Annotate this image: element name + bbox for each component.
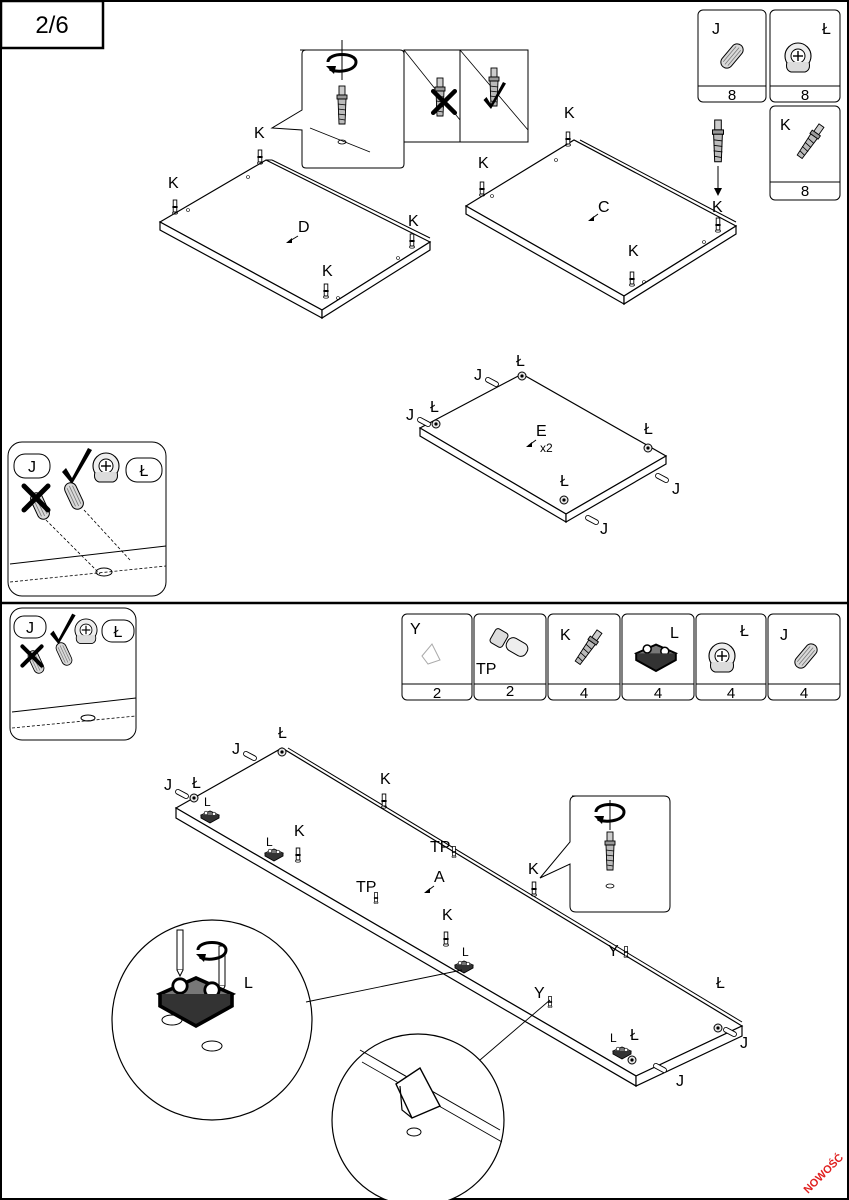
step-number: 2/6 — [35, 12, 68, 39]
legend-count: 8 — [801, 183, 809, 200]
part-label: Ł — [278, 725, 287, 742]
legend-item-dowel: J 4 — [767, 613, 841, 702]
fastener-label: K — [168, 175, 179, 192]
panel-letter: C — [598, 199, 610, 216]
legend-item-dowel: J 8 — [697, 9, 767, 104]
hint-left-letter: J — [28, 459, 36, 476]
hint-right-letter: Ł — [114, 624, 123, 641]
legend-letter: J — [712, 21, 720, 38]
legend-item-shelf-pin: TP 2 — [473, 613, 547, 701]
part-label: Ł — [630, 1027, 639, 1044]
part-label: Ł — [716, 975, 725, 992]
legend-letter: Ł — [740, 623, 749, 640]
part-label: L — [462, 945, 469, 959]
legend-letter: K — [560, 627, 571, 644]
fastener-label: J — [600, 521, 608, 538]
fastener-label: J — [474, 367, 482, 384]
legend-count: 4 — [580, 685, 588, 702]
legend-count: 4 — [654, 685, 662, 702]
cam-lock-icon — [708, 642, 736, 673]
legend-item-shelf-support: Y 2 — [401, 613, 473, 702]
legend-count: 4 — [800, 685, 808, 702]
fastener-label: K — [478, 155, 489, 172]
part-label: J — [740, 1035, 748, 1052]
bottom-parts-legend: Y 2 TP 2 K 4 L 4 — [401, 613, 841, 702]
hint-left-letter: J — [26, 620, 34, 637]
legend-item-cam-bolt: K 4 — [547, 613, 621, 702]
part-label: Y — [534, 985, 545, 1002]
part-label: J — [676, 1073, 684, 1090]
screw-detail-callout — [270, 40, 405, 169]
fastener-label: J — [672, 481, 680, 498]
panel-d: D K K K K — [158, 125, 432, 320]
fastener-label: Ł — [644, 421, 653, 438]
part-label: J — [164, 777, 172, 794]
bottom-hint-box: J Ł — [9, 607, 137, 741]
part-label: TP — [430, 839, 450, 856]
panel-letter: E — [536, 423, 547, 440]
part-label: L — [244, 975, 253, 992]
legend-item-cam-lock: Ł 4 — [695, 613, 767, 702]
legend-letter: TP — [476, 661, 496, 678]
cam-lock-icon — [784, 42, 812, 73]
panel-letter: D — [298, 219, 310, 236]
fastener-label: K — [712, 199, 723, 216]
legend-count: 2 — [506, 683, 514, 700]
fastener-label: Ł — [430, 399, 439, 416]
panel-e: E x2 J Ł J Ł Ł J Ł J — [406, 353, 680, 538]
top-hint-box: J Ł — [7, 441, 167, 597]
panel-c: C K K K K — [464, 105, 738, 306]
cam-lock-icon — [74, 618, 98, 645]
part-label: L — [610, 1031, 617, 1045]
legend-letter: K — [780, 117, 791, 134]
legend-count: 8 — [801, 87, 809, 104]
panel-multiplier: x2 — [540, 441, 553, 455]
legend-letter: Y — [410, 621, 421, 638]
shelf-support-icon — [421, 643, 441, 665]
step-number-box: 2/6 — [0, 0, 105, 50]
shelf-support-icon — [395, 1066, 441, 1137]
screwdriver-icon — [176, 929, 184, 977]
part-label: TP — [356, 879, 376, 896]
panel-a: A Ł J J Ł L K L K TP TP K K — [164, 725, 748, 1090]
legend-count: 2 — [433, 685, 441, 702]
part-label: K — [380, 771, 391, 788]
top-parts-legend: J 8 Ł 8 K 8 — [697, 9, 841, 201]
part-label: K — [442, 907, 453, 924]
correct-incorrect-depth — [403, 49, 529, 143]
part-label: K — [294, 823, 305, 840]
shelf-pin-icon — [489, 628, 529, 657]
part-label: L — [266, 835, 273, 849]
legend-count: 4 — [727, 685, 735, 702]
part-label: J — [232, 741, 240, 758]
hinge-detail-circle: L — [111, 919, 463, 1121]
legend-count: 8 — [728, 87, 736, 104]
cam-bolt-icon — [712, 119, 724, 163]
shelf-support-detail-circle — [331, 999, 551, 1200]
bottom-screw-callout — [539, 795, 671, 913]
hint-right-letter: Ł — [140, 463, 149, 480]
legend-item-hinge-plate: L 4 — [621, 613, 695, 702]
fastener-label: Ł — [516, 353, 525, 370]
part-label: K — [528, 861, 539, 878]
fastener-label: J — [406, 407, 414, 424]
fastener-label: K — [628, 243, 639, 260]
legend-item-cam-lock: Ł 8 — [769, 9, 841, 104]
fastener-label: Ł — [560, 473, 569, 490]
fastener-label: K — [322, 263, 333, 280]
cam-lock-icon — [92, 452, 120, 483]
part-label: Y — [608, 943, 619, 960]
legend-letter: J — [780, 627, 788, 644]
new-product-stamp: NOWOŚĆ — [801, 1151, 846, 1196]
part-label: L — [204, 795, 211, 809]
panel-letter: A — [434, 869, 445, 886]
fastener-label: K — [408, 213, 419, 230]
fastener-label: K — [254, 125, 265, 142]
legend-letter: L — [670, 625, 679, 642]
legend-item-cam-bolt: K 8 — [769, 105, 841, 201]
legend-letter: Ł — [822, 21, 831, 38]
fastener-label: K — [564, 105, 575, 122]
part-label: Ł — [192, 775, 201, 792]
